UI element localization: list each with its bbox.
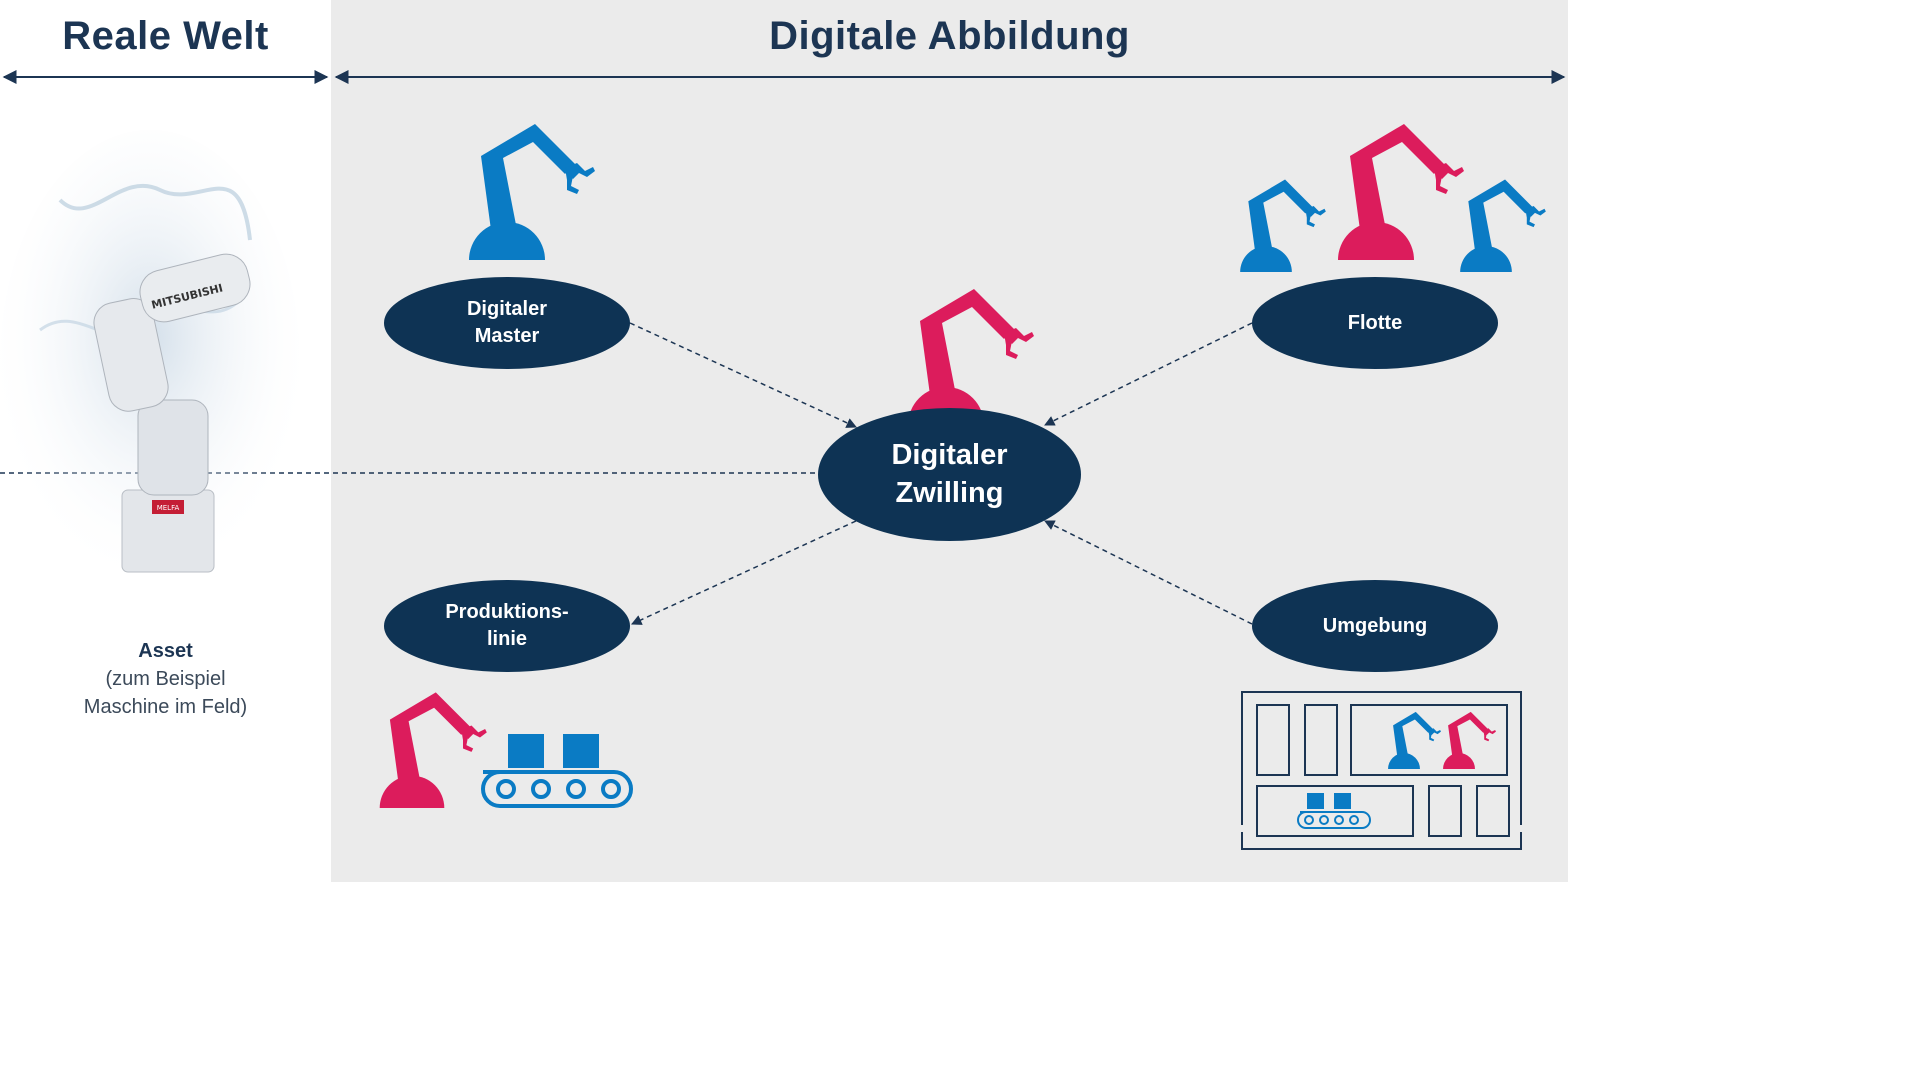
- node-fleet: Flotte: [1252, 277, 1498, 369]
- robot-arm-icon-fleet-center: [1338, 124, 1464, 260]
- robot-arm-icon-master: [469, 124, 595, 260]
- asset-line-2: Maschine im Feld): [83, 696, 248, 718]
- robot-arm-icon-environment-pink: [1443, 711, 1496, 769]
- heading-real-world: Reale Welt: [62, 14, 269, 58]
- node-digital-master: Digitaler Master: [384, 277, 630, 369]
- asset-line-1: (zum Beispiel: [105, 668, 226, 690]
- conveyor-belt-icon-small: [1297, 793, 1371, 829]
- arrow-twin-to-produktion: [631, 520, 857, 625]
- arrow-flotte-to-twin: [1044, 322, 1253, 426]
- node-environment: Umgebung: [1252, 580, 1498, 672]
- robot-arm-icon-fleet-left: [1240, 179, 1326, 272]
- robot-arm-icon-production: [379, 692, 487, 808]
- robot-arm-icon-fleet-right: [1460, 179, 1546, 272]
- robot-arm-icon-twin: [908, 289, 1034, 425]
- arrow-master-to-twin: [629, 322, 857, 428]
- robot-arm-icon-environment-blue: [1388, 711, 1441, 769]
- robot-model-label: MELFA: [157, 504, 180, 512]
- industrial-robot-photo: MELFA MITSUBISHI: [0, 130, 300, 590]
- diagram-canvas: MELFA MITSUBISHI: [0, 70, 1566, 850]
- asset-title: Asset: [138, 640, 193, 662]
- node-production-line: Produktions- linie: [384, 580, 630, 672]
- arrow-umgebung-to-twin: [1044, 520, 1253, 625]
- heading-digital-mapping: Digitale Abbildung: [769, 14, 1130, 58]
- node-digital-twin: Digitaler Zwilling: [818, 408, 1081, 541]
- factory-layout-icon: [1241, 691, 1522, 850]
- conveyor-belt-icon: [481, 734, 633, 808]
- asset-caption: Asset (zum Beispiel Maschine im Feld): [0, 637, 331, 721]
